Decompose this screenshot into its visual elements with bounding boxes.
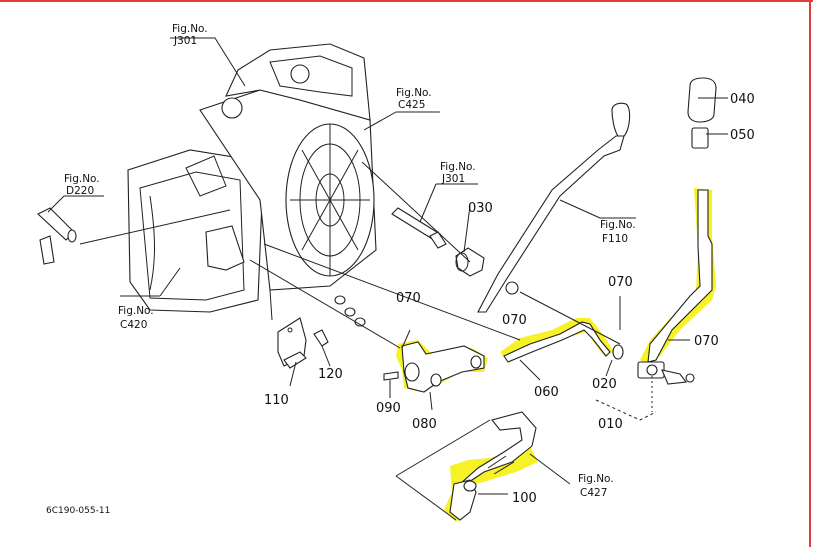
- f110-lever: [477, 102, 631, 313]
- fig-ref-c427: Fig.No. C427: [578, 473, 614, 499]
- part-label-030: 030: [468, 201, 493, 216]
- fig-ref-f110: Fig.No. F110: [600, 219, 636, 245]
- fig-ref-line2: J301: [441, 173, 465, 185]
- fig-ref-line2: C427: [580, 487, 607, 499]
- lever-knob-group: [637, 77, 717, 385]
- fig-ref-line1: Fig.No.: [64, 173, 100, 185]
- part-label-040: 040: [730, 92, 755, 107]
- fig-ref-line1: Fig.No.: [118, 305, 154, 317]
- fig-ref-j301-top: Fig.No. J301: [172, 23, 208, 47]
- bolt-120: [313, 329, 329, 347]
- part-label-070-b: 070: [502, 313, 527, 328]
- transmission-housing: [127, 43, 377, 321]
- d220-pin: [37, 207, 77, 265]
- arm-100: [449, 411, 537, 521]
- part-label-050: 050: [730, 128, 755, 143]
- fig-ref-d220: Fig.No. D220: [64, 173, 100, 197]
- fig-ref-line2: F110: [602, 233, 628, 245]
- bracket-110: [277, 317, 329, 369]
- part-label-100: 100: [512, 491, 537, 506]
- part-label-080: 080: [412, 417, 437, 432]
- boss-circle: [221, 97, 243, 119]
- fig-ref-line2: C420: [120, 319, 147, 331]
- fig-ref-j301-mid: Fig.No. J301: [440, 161, 476, 185]
- rod-060: [503, 321, 624, 363]
- fig-ref-line1: Fig.No.: [440, 161, 476, 173]
- fig-ref-c420: Fig.No. C420: [118, 305, 154, 331]
- part-label-090: 090: [376, 401, 401, 416]
- leader-lines: [47, 37, 728, 521]
- washer-group: [661, 369, 688, 385]
- part-labels: 040 050 030 070 070 070 070 120 110 090 …: [264, 92, 755, 506]
- part-label-070-a: 070: [396, 291, 421, 306]
- shift-lever: [647, 189, 713, 363]
- fig-ref-line1: Fig.No.: [600, 219, 636, 231]
- fig-ref-line1: Fig.No.: [172, 23, 208, 35]
- part-label-070-d: 070: [694, 334, 719, 349]
- part-label-110: 110: [264, 393, 289, 408]
- o-rings: [334, 295, 366, 327]
- part-label-010: 010: [598, 417, 623, 432]
- fig-ref-line1: Fig.No.: [578, 473, 614, 485]
- diagram-code: 6C190-055-11: [46, 506, 110, 516]
- fig-ref-line2: C425: [398, 99, 425, 111]
- part-label-060: 060: [534, 385, 559, 400]
- knob-040: [687, 77, 717, 123]
- shaft-group: [391, 207, 485, 277]
- link-080: [383, 341, 485, 393]
- part-label-120: 120: [318, 367, 343, 382]
- part-label-020: 020: [592, 377, 617, 392]
- fig-ref-line2: J301: [173, 35, 197, 47]
- fig-ref-line2: D220: [66, 185, 94, 197]
- part-label-070-c: 070: [608, 275, 633, 290]
- fig-ref-c425: Fig.No. C425: [396, 87, 432, 111]
- pin-090: [383, 371, 399, 381]
- highlight-shift-lever: [640, 188, 716, 366]
- fig-ref-line1: Fig.No.: [396, 87, 432, 99]
- rear-case: [127, 149, 263, 313]
- boot-050: [691, 127, 709, 149]
